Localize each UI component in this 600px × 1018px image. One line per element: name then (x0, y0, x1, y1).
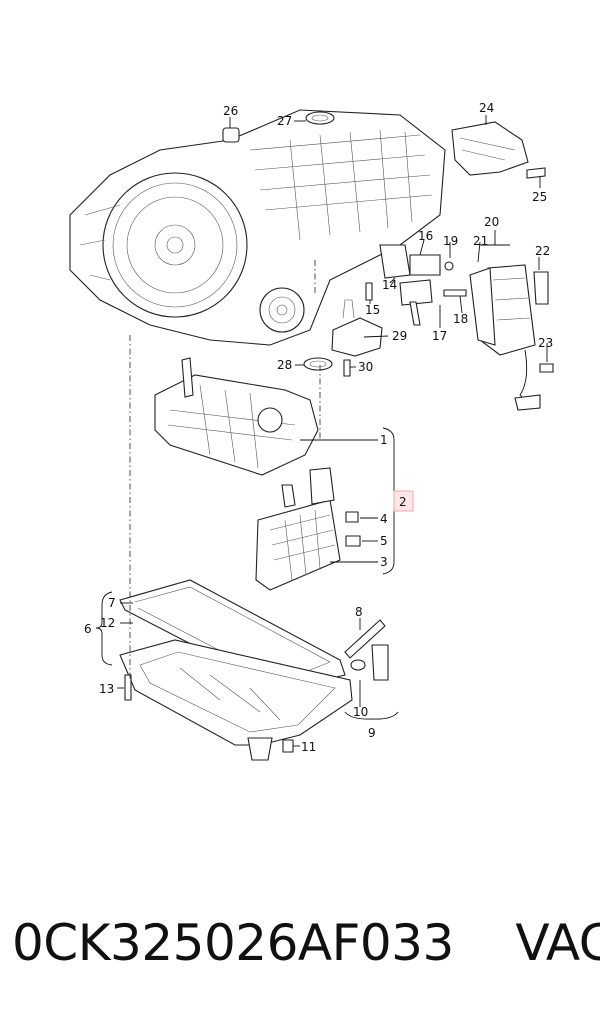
callout-27: 27 (277, 114, 292, 128)
callout-5: 5 (380, 534, 388, 548)
callout-18: 18 (453, 312, 468, 326)
callout-9: 9 (368, 726, 376, 740)
callout-22: 22 (535, 244, 550, 258)
callout-20: 20 (484, 215, 499, 229)
callout-26: 26 (223, 104, 238, 118)
callout-17: 17 (432, 329, 447, 343)
part-number-caption: 0CK325026AF033 VAG (12, 908, 600, 978)
exploded-parts-diagram: 1 2 3 4 5 6 7 8 9 10 11 12 13 14 15 16 1… (69, 101, 554, 761)
callout-13: 13 (99, 682, 114, 696)
callout-21: 21 (473, 234, 488, 248)
callout-19: 19 (443, 234, 458, 248)
heat-shield (451, 121, 529, 176)
callout-23: 23 (538, 336, 553, 350)
mechatronic-unit (255, 467, 361, 591)
callout-15: 15 (365, 303, 380, 317)
callout-12: 12 (100, 616, 115, 630)
callout-28: 28 (277, 358, 292, 372)
callout-11: 11 (301, 740, 316, 754)
callout-24: 24 (479, 101, 494, 115)
callout-10: 10 (353, 705, 368, 719)
callout-7: 7 (108, 596, 116, 610)
callout-2-highlight (393, 490, 414, 512)
callout-1: 1 (380, 433, 388, 447)
brand-name: VAG (515, 914, 600, 972)
callout-2: 2 (399, 495, 407, 509)
part-number: 0CK325026AF033 (12, 914, 454, 972)
oil-pan-gasket (119, 579, 346, 691)
transmission-housing (69, 109, 446, 346)
callout-6: 6 (84, 622, 92, 636)
callout-16: 16 (418, 229, 433, 243)
callout-14: 14 (382, 278, 397, 292)
callout-4: 4 (380, 512, 388, 526)
callout-3: 3 (380, 555, 388, 569)
callout-25: 25 (532, 190, 547, 204)
callout-8: 8 (355, 605, 363, 619)
valve-body (154, 357, 319, 476)
callout-29: 29 (392, 329, 407, 343)
oil-pan (119, 639, 353, 761)
callout-30: 30 (358, 360, 373, 374)
